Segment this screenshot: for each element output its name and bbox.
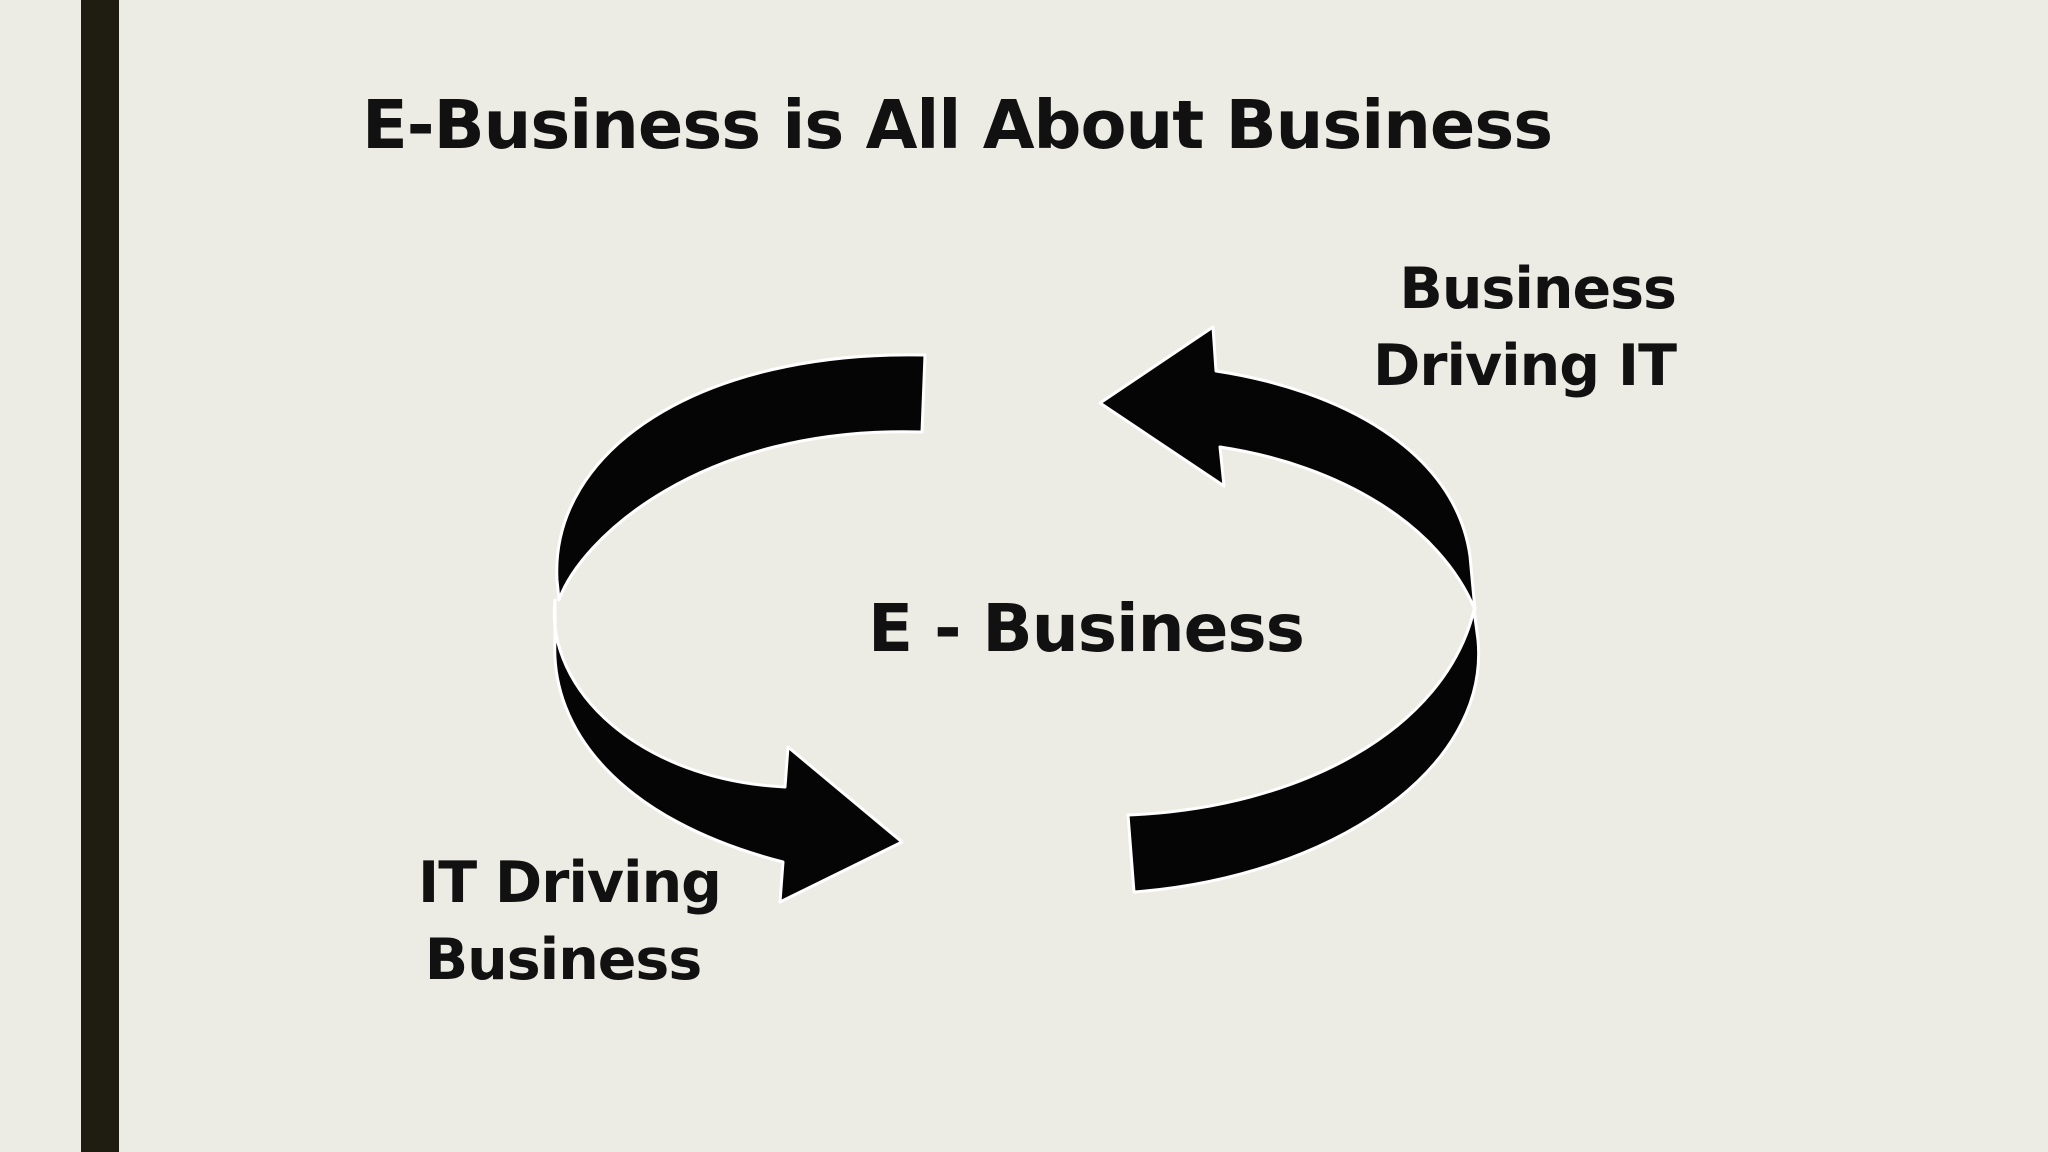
it-driving-business-line1: IT Driving: [418, 850, 722, 916]
it-driving-business-line2: Business: [424, 926, 703, 993]
bottom-right-arc-band: [1126, 608, 1481, 894]
business-driving-it-arrow: [1098, 325, 1477, 612]
center-label: E - Business: [868, 590, 1305, 667]
slide-title: E-Business is All About Business: [362, 86, 1553, 164]
slide-accent-bar: [81, 0, 119, 1152]
top-left-arc-band: [555, 353, 927, 602]
it-driving-business-arrow: [552, 598, 904, 904]
business-driving-it-line1: Business: [1399, 256, 1677, 322]
business-driving-it-line2: Driving IT: [1373, 332, 1677, 399]
